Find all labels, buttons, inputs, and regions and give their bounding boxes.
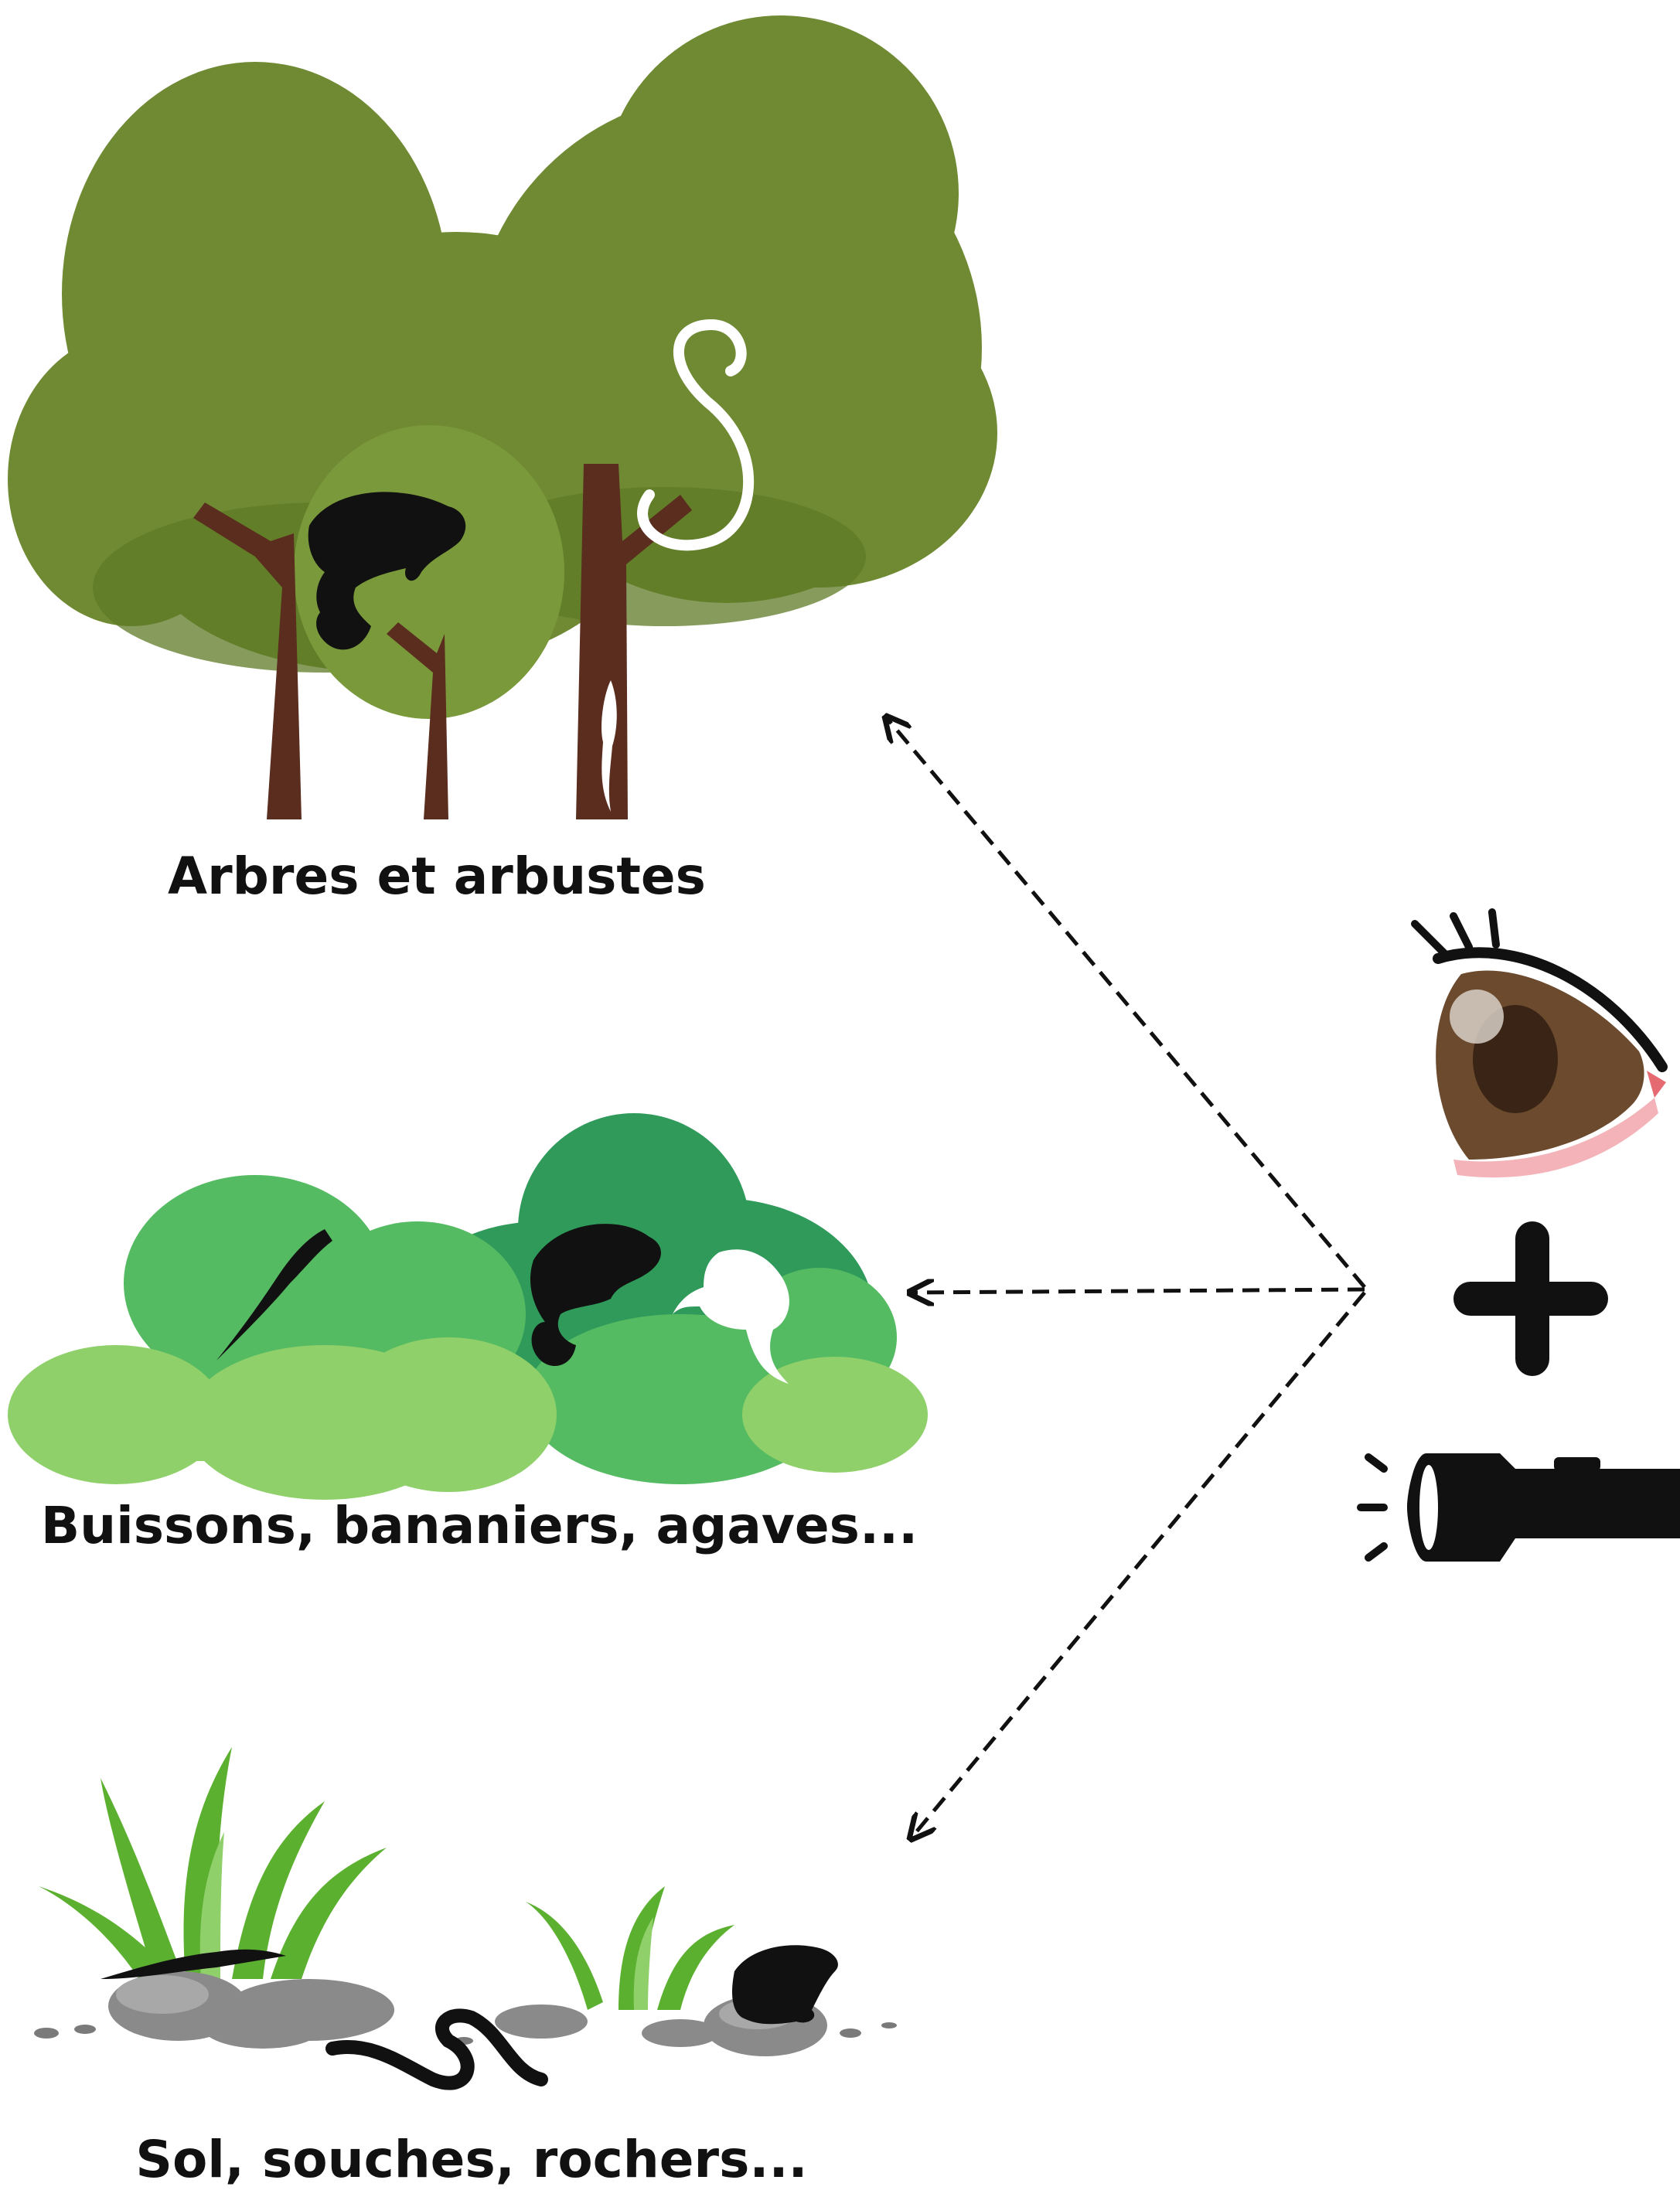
- toad-silhouette: [732, 1945, 838, 2024]
- eye-icon: [1415, 912, 1666, 1177]
- arrow-to-ground: [912, 1293, 1365, 1837]
- arrow-to-bushes: [912, 1289, 1365, 1293]
- habitat-label-trees: Arbres et arbustes: [124, 846, 750, 906]
- habitat-label-ground: Sol, souches, rochers...: [46, 2130, 897, 2189]
- plus-icon: [1453, 1221, 1608, 1376]
- flashlight-icon: [1361, 1453, 1680, 1562]
- ground-illustration: [34, 1747, 897, 2083]
- habitat-label-bushes: Buissons, bananiers, agaves...: [31, 1496, 928, 1555]
- trees-illustration: [8, 15, 997, 819]
- bushes-illustration: [8, 1113, 928, 1500]
- sightline-arrows: [888, 719, 1365, 1837]
- arrow-to-trees: [888, 719, 1365, 1287]
